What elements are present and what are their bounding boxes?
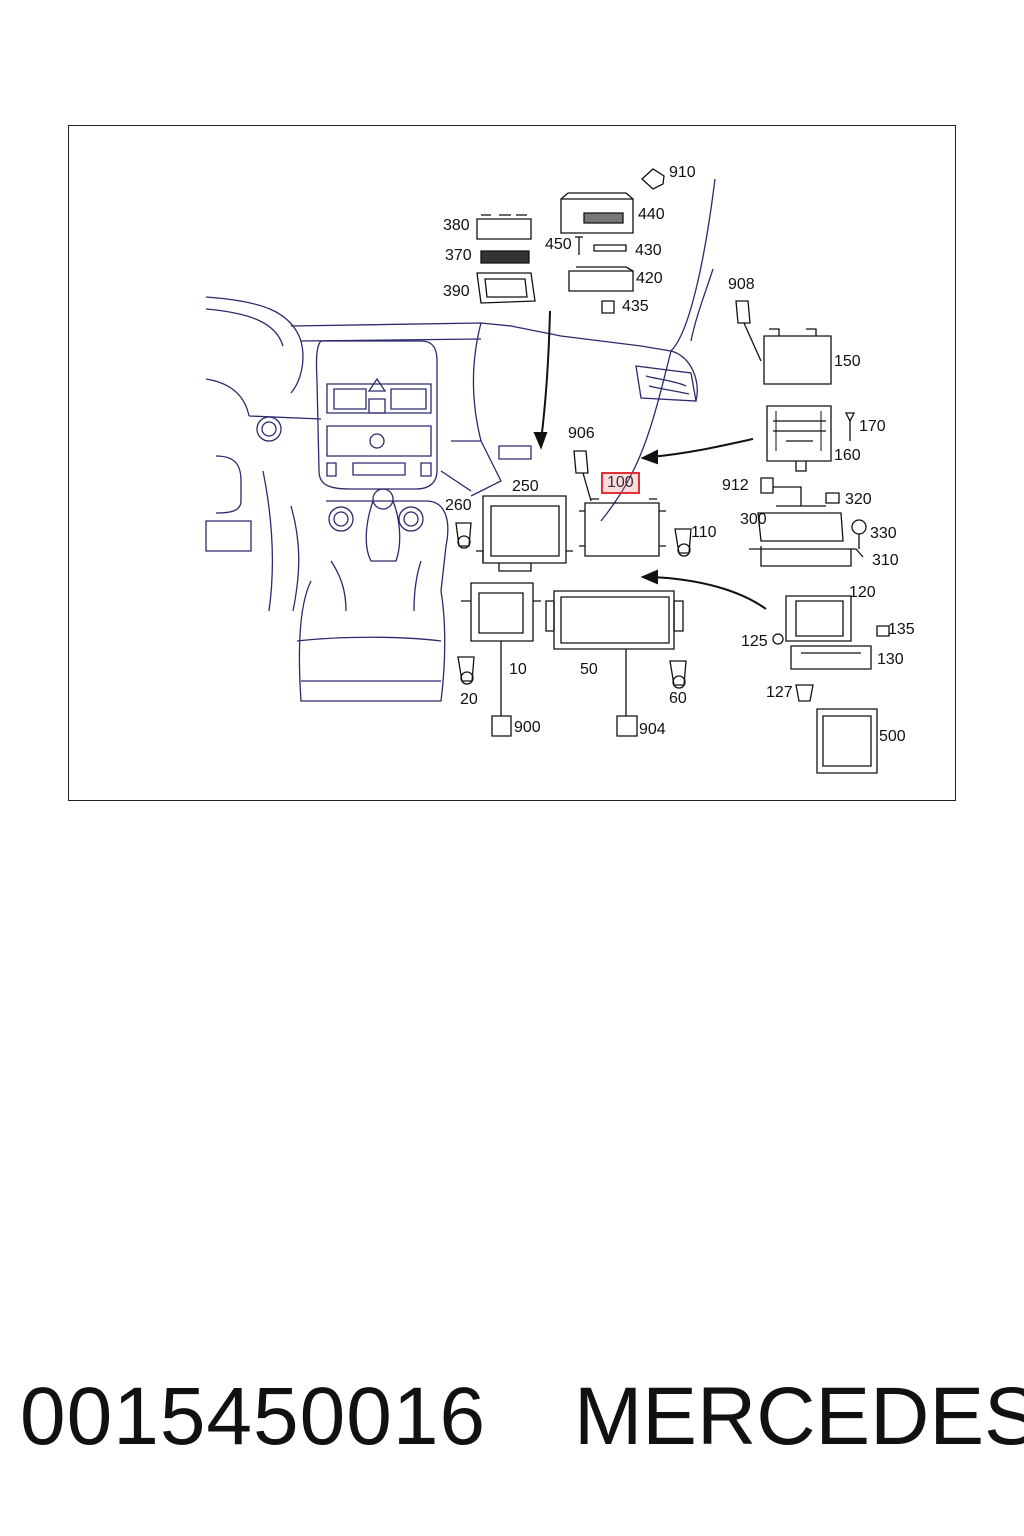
callout-430: 430 (635, 242, 662, 259)
callout-135: 135 (888, 621, 915, 638)
callout-370: 370 (445, 247, 472, 264)
brand-name: MERCEDES (574, 1371, 1024, 1462)
callout-160: 160 (834, 447, 861, 464)
callout-60: 60 (669, 690, 687, 707)
callout-440: 440 (638, 206, 665, 223)
diagram-artwork (205, 168, 890, 774)
part-drawings (455, 168, 890, 774)
callout-904: 904 (639, 721, 666, 738)
callout-908: 908 (728, 276, 755, 293)
callout-130: 130 (877, 651, 904, 668)
callout-120: 120 (849, 584, 876, 601)
callout-127: 127 (766, 684, 793, 701)
callout-330: 330 (870, 525, 897, 542)
callout-420: 420 (636, 270, 663, 287)
callout-300: 300 (740, 511, 767, 528)
caption: 0015450016 MERCEDES (0, 1370, 1024, 1470)
callout-500: 500 (879, 728, 906, 745)
callout-110: 110 (691, 524, 717, 541)
callout-900: 900 (514, 719, 541, 736)
callout-170: 170 (859, 418, 886, 435)
callout-20: 20 (460, 691, 478, 708)
callout-50: 50 (580, 661, 598, 678)
arrows (533, 310, 767, 610)
callout-390: 390 (443, 283, 470, 300)
parts-diagram: 910 440 380 370 390 450 430 420 435 908 … (68, 125, 956, 801)
callout-150: 150 (834, 353, 861, 370)
callout-912: 912 (722, 477, 749, 494)
callout-450: 450 (545, 236, 572, 253)
callout-906: 906 (568, 425, 595, 442)
dashboard-illustration (205, 178, 716, 702)
callout-250: 250 (512, 478, 539, 495)
callout-910: 910 (669, 164, 696, 181)
callout-260: 260 (445, 497, 472, 514)
callout-125: 125 (741, 633, 768, 650)
callout-100-highlighted: 100 (601, 472, 640, 494)
callout-10: 10 (509, 661, 527, 678)
callout-310: 310 (872, 552, 899, 569)
part-number: 0015450016 (20, 1371, 487, 1462)
callout-435: 435 (622, 298, 649, 315)
callout-320: 320 (845, 491, 872, 508)
callout-380: 380 (443, 217, 470, 234)
